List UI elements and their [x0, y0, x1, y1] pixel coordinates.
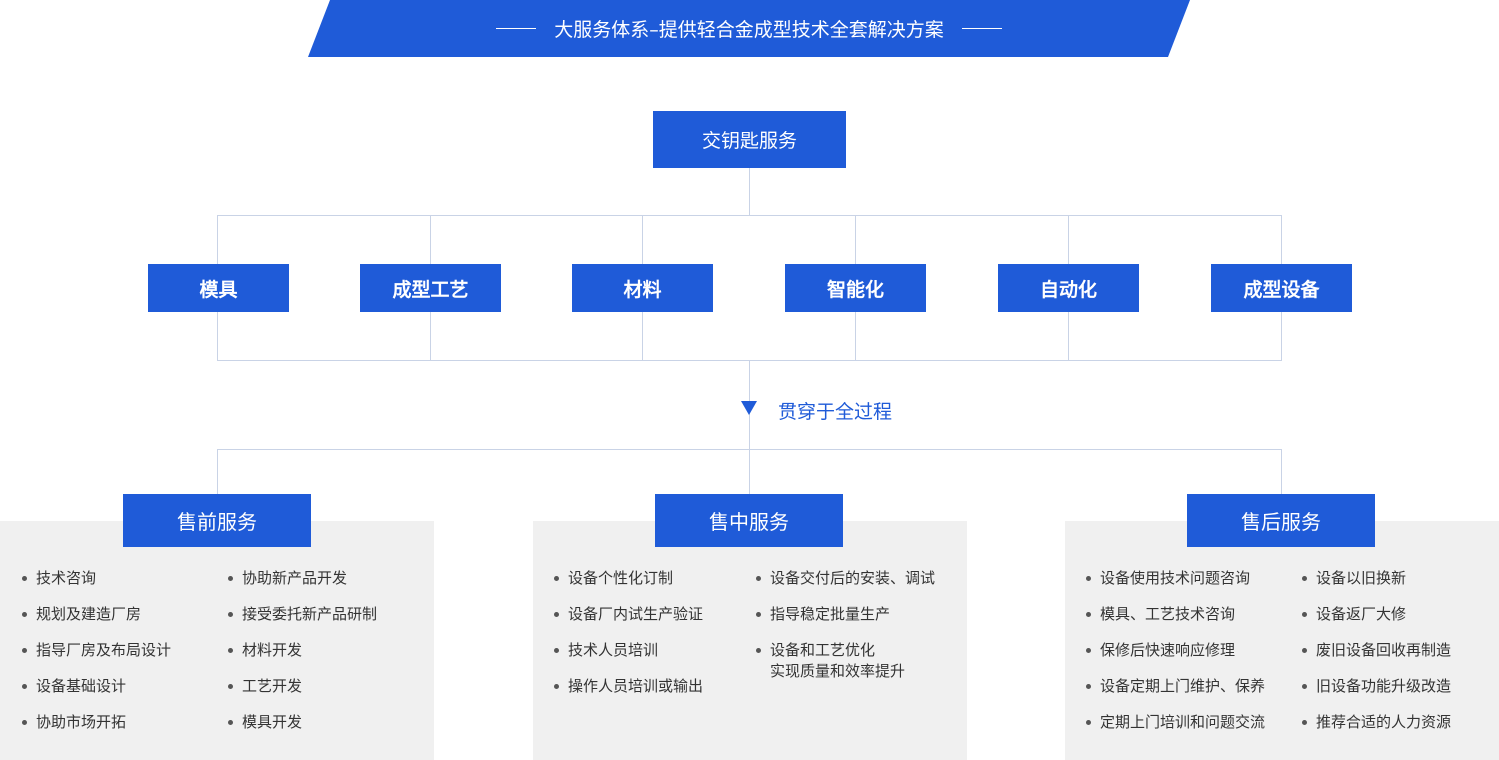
banner-title: 大服务体系–提供轻合金成型技术全套解决方案	[554, 19, 944, 41]
list-item: 设备返厂大修	[1302, 604, 1451, 640]
category-label: 成型工艺	[392, 278, 469, 301]
list-item: 材料开发	[228, 640, 377, 676]
list-item: 模具、工艺技术咨询	[1086, 604, 1265, 640]
list-item: 旧设备功能升级改造	[1302, 676, 1451, 712]
down-arrow-icon	[741, 401, 757, 415]
list-item: 规划及建造厂房	[22, 604, 171, 640]
through-process-label: 贯穿于全过程	[778, 401, 893, 423]
category-label: 智能化	[826, 278, 884, 301]
service-box-insale: 售中服务	[655, 494, 843, 547]
list-item: 接受委托新产品研制	[228, 604, 377, 640]
banner-right-dash	[962, 28, 1002, 29]
list-item: 技术咨询	[22, 568, 171, 604]
insale-panel	[533, 521, 967, 760]
list-item: 指导厂房及布局设计	[22, 640, 171, 676]
list-item: 模具开发	[228, 712, 377, 748]
list-item: 设备和工艺优化 实现质量和效率提升	[756, 640, 935, 688]
service-label: 售中服务	[709, 510, 789, 534]
list-item: 设备定期上门维护、保养	[1086, 676, 1265, 712]
aftersale-list-right: 设备以旧换新 设备返厂大修 废旧设备回收再制造 旧设备功能升级改造 推荐合适的人…	[1302, 568, 1451, 748]
category-box-process: 成型工艺	[360, 264, 501, 312]
category-label: 自动化	[1039, 278, 1097, 301]
list-item: 设备基础设计	[22, 676, 171, 712]
presale-list-right: 协助新产品开发 接受委托新产品研制 材料开发 工艺开发 模具开发	[228, 568, 377, 748]
list-item: 设备使用技术问题咨询	[1086, 568, 1265, 604]
root-label: 交钥匙服务	[701, 130, 797, 152]
list-item: 协助市场开拓	[22, 712, 171, 748]
list-item: 操作人员培训或输出	[554, 676, 703, 712]
category-label: 模具	[199, 278, 238, 301]
service-box-aftersale: 售后服务	[1187, 494, 1375, 547]
banner-left-dash	[496, 28, 536, 29]
aftersale-panel	[1065, 521, 1499, 760]
list-item: 设备厂内试生产验证	[554, 604, 703, 640]
category-box-mold: 模具	[148, 264, 289, 312]
banner: 大服务体系–提供轻合金成型技术全套解决方案	[308, 0, 1190, 57]
list-item: 废旧设备回收再制造	[1302, 640, 1451, 676]
service-label: 售前服务	[177, 510, 257, 534]
insale-list-right: 设备交付后的安装、调试 指导稳定批量生产 设备和工艺优化 实现质量和效率提升	[756, 568, 935, 688]
aftersale-list-left: 设备使用技术问题咨询 模具、工艺技术咨询 保修后快速响应修理 设备定期上门维护、…	[1086, 568, 1265, 748]
insale-list-left: 设备个性化订制 设备厂内试生产验证 技术人员培训 操作人员培训或输出	[554, 568, 703, 712]
list-item: 技术人员培训	[554, 640, 703, 676]
list-item: 指导稳定批量生产	[756, 604, 935, 640]
category-label: 成型设备	[1243, 278, 1320, 301]
list-item: 保修后快速响应修理	[1086, 640, 1265, 676]
list-item: 定期上门培训和问题交流	[1086, 712, 1265, 748]
list-item: 设备个性化订制	[554, 568, 703, 604]
category-box-automation: 自动化	[998, 264, 1139, 312]
service-label: 售后服务	[1241, 510, 1321, 534]
list-item: 协助新产品开发	[228, 568, 377, 604]
list-item: 推荐合适的人力资源	[1302, 712, 1451, 748]
list-item: 设备以旧换新	[1302, 568, 1451, 604]
list-item: 工艺开发	[228, 676, 377, 712]
root-box-turnkey-service: 交钥匙服务	[653, 111, 846, 168]
presale-panel	[0, 521, 434, 760]
category-box-material: 材料	[572, 264, 713, 312]
category-box-equipment: 成型设备	[1211, 264, 1352, 312]
list-item: 设备交付后的安装、调试	[756, 568, 935, 604]
presale-list-left: 技术咨询 规划及建造厂房 指导厂房及布局设计 设备基础设计 协助市场开拓	[22, 568, 171, 748]
category-box-intelligent: 智能化	[785, 264, 926, 312]
category-label: 材料	[623, 278, 662, 301]
service-box-presale: 售前服务	[123, 494, 311, 547]
